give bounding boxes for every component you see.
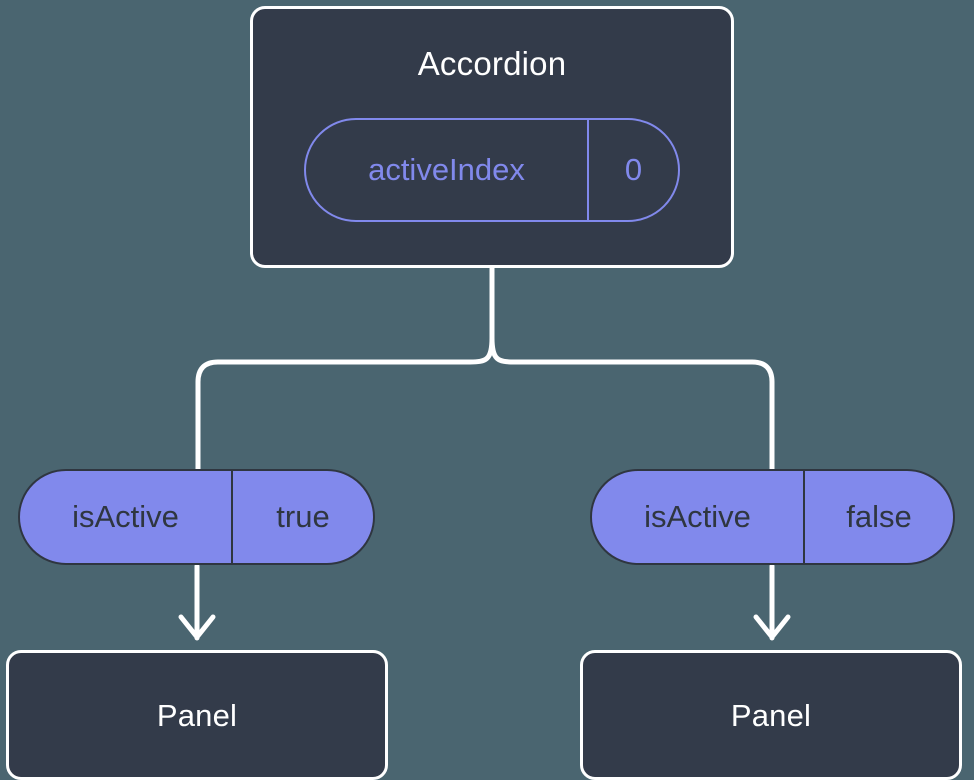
- prop-pill-key: isActive: [20, 471, 233, 563]
- state-pill-value: 0: [624, 152, 643, 187]
- prop-pill-value: true: [276, 499, 330, 534]
- connector-branch-left: [195, 335, 495, 473]
- arrow-head-right-icon: [753, 614, 791, 640]
- accordion-title: Accordion: [417, 45, 567, 82]
- prop-pill-value: false: [846, 499, 912, 534]
- state-pill-active-index[interactable]: activeIndex 0: [304, 118, 680, 222]
- prop-pill-is-active-false[interactable]: isActive false: [590, 469, 955, 565]
- prop-pill-is-active-true[interactable]: isActive true: [18, 469, 375, 565]
- panel-right-title: Panel: [730, 697, 812, 733]
- panel-left-title: Panel: [156, 697, 238, 733]
- node-accordion[interactable]: Accordion: [250, 6, 734, 268]
- node-panel-left[interactable]: Panel: [6, 650, 388, 780]
- node-panel-right[interactable]: Panel: [580, 650, 962, 780]
- arrow-head-left-icon: [178, 614, 216, 640]
- prop-pill-key: isActive: [592, 471, 805, 563]
- connector-branch-right: [489, 335, 775, 473]
- state-pill-key: activeIndex: [306, 120, 589, 220]
